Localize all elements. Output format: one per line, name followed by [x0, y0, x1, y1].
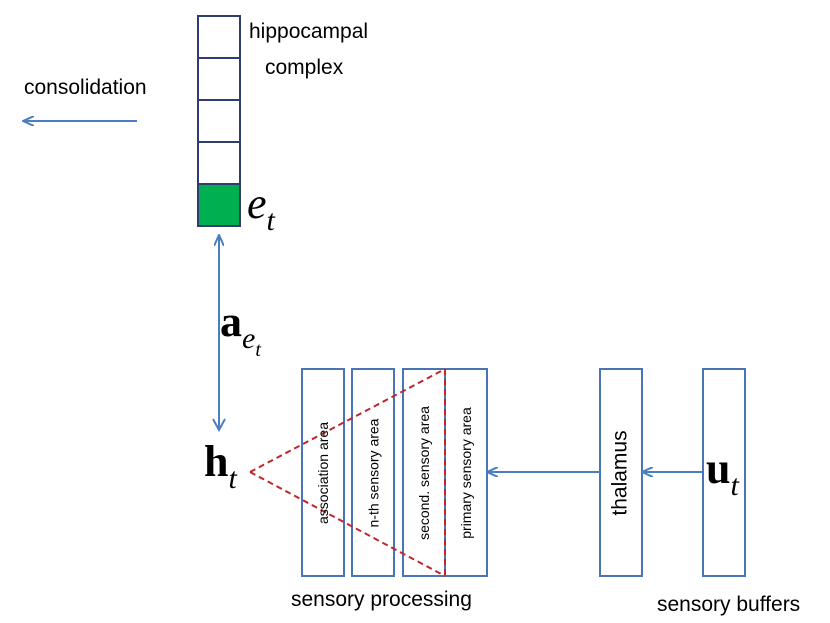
- association-area-label-wrap: association area: [302, 369, 344, 576]
- hippocampal-label-line1: hippocampal: [249, 20, 369, 43]
- a-et-symbol: aet: [220, 297, 261, 361]
- thalamus-label: thalamus: [609, 429, 632, 516]
- processing-triangle: [249, 368, 446, 577]
- retrieval-arrow-bottom-head: [212, 418, 226, 433]
- h-base: h: [204, 437, 229, 486]
- primary-sensory-area-label: primary sensory area: [458, 406, 474, 539]
- nth-sensory-area-box: [351, 368, 395, 577]
- u-t-symbol: ut: [706, 444, 739, 501]
- h-t-symbol: ht: [204, 437, 237, 494]
- u-base: u: [706, 444, 731, 493]
- a-base: a: [220, 297, 242, 346]
- association-area-box: [301, 368, 345, 577]
- hippo-slot-2: [197, 57, 241, 101]
- hippo-slot-3: [197, 99, 241, 143]
- primary-sensory-area-label-wrap: primary sensory area: [445, 369, 487, 576]
- a-sub: e: [242, 322, 256, 355]
- second-sensory-area-label: second. sensory area: [416, 405, 433, 540]
- hippocampal-stack: [197, 15, 241, 227]
- hippo-slot-active: [197, 183, 241, 227]
- hippo-slot-4: [197, 141, 241, 185]
- association-area-label: association area: [315, 421, 332, 524]
- thalamus-label-wrap: thalamus: [600, 369, 642, 576]
- second-sensory-area-label-wrap: second. sensory area: [403, 369, 445, 576]
- hippo-slot-1: [197, 15, 241, 59]
- u-sub: t: [730, 469, 739, 502]
- sensory-buffers-label: sensory buffers: [657, 593, 801, 616]
- h-sub: t: [228, 462, 237, 495]
- sensory-boxes: [301, 368, 746, 577]
- nth-sensory-area-label: n-th sensory area: [365, 418, 382, 527]
- second-sensory-area-box: [402, 368, 446, 577]
- sensory-processing-label: sensory processing: [291, 588, 472, 611]
- hippocampal-label-line2: complex: [265, 56, 344, 79]
- e-base: e: [247, 179, 267, 228]
- consolidation-label: consolidation: [24, 76, 147, 99]
- e-t-symbol: et: [247, 179, 275, 236]
- e-sub: t: [266, 204, 275, 237]
- a-subsub: t: [255, 339, 261, 361]
- nth-sensory-area-label-wrap: n-th sensory area: [352, 369, 394, 576]
